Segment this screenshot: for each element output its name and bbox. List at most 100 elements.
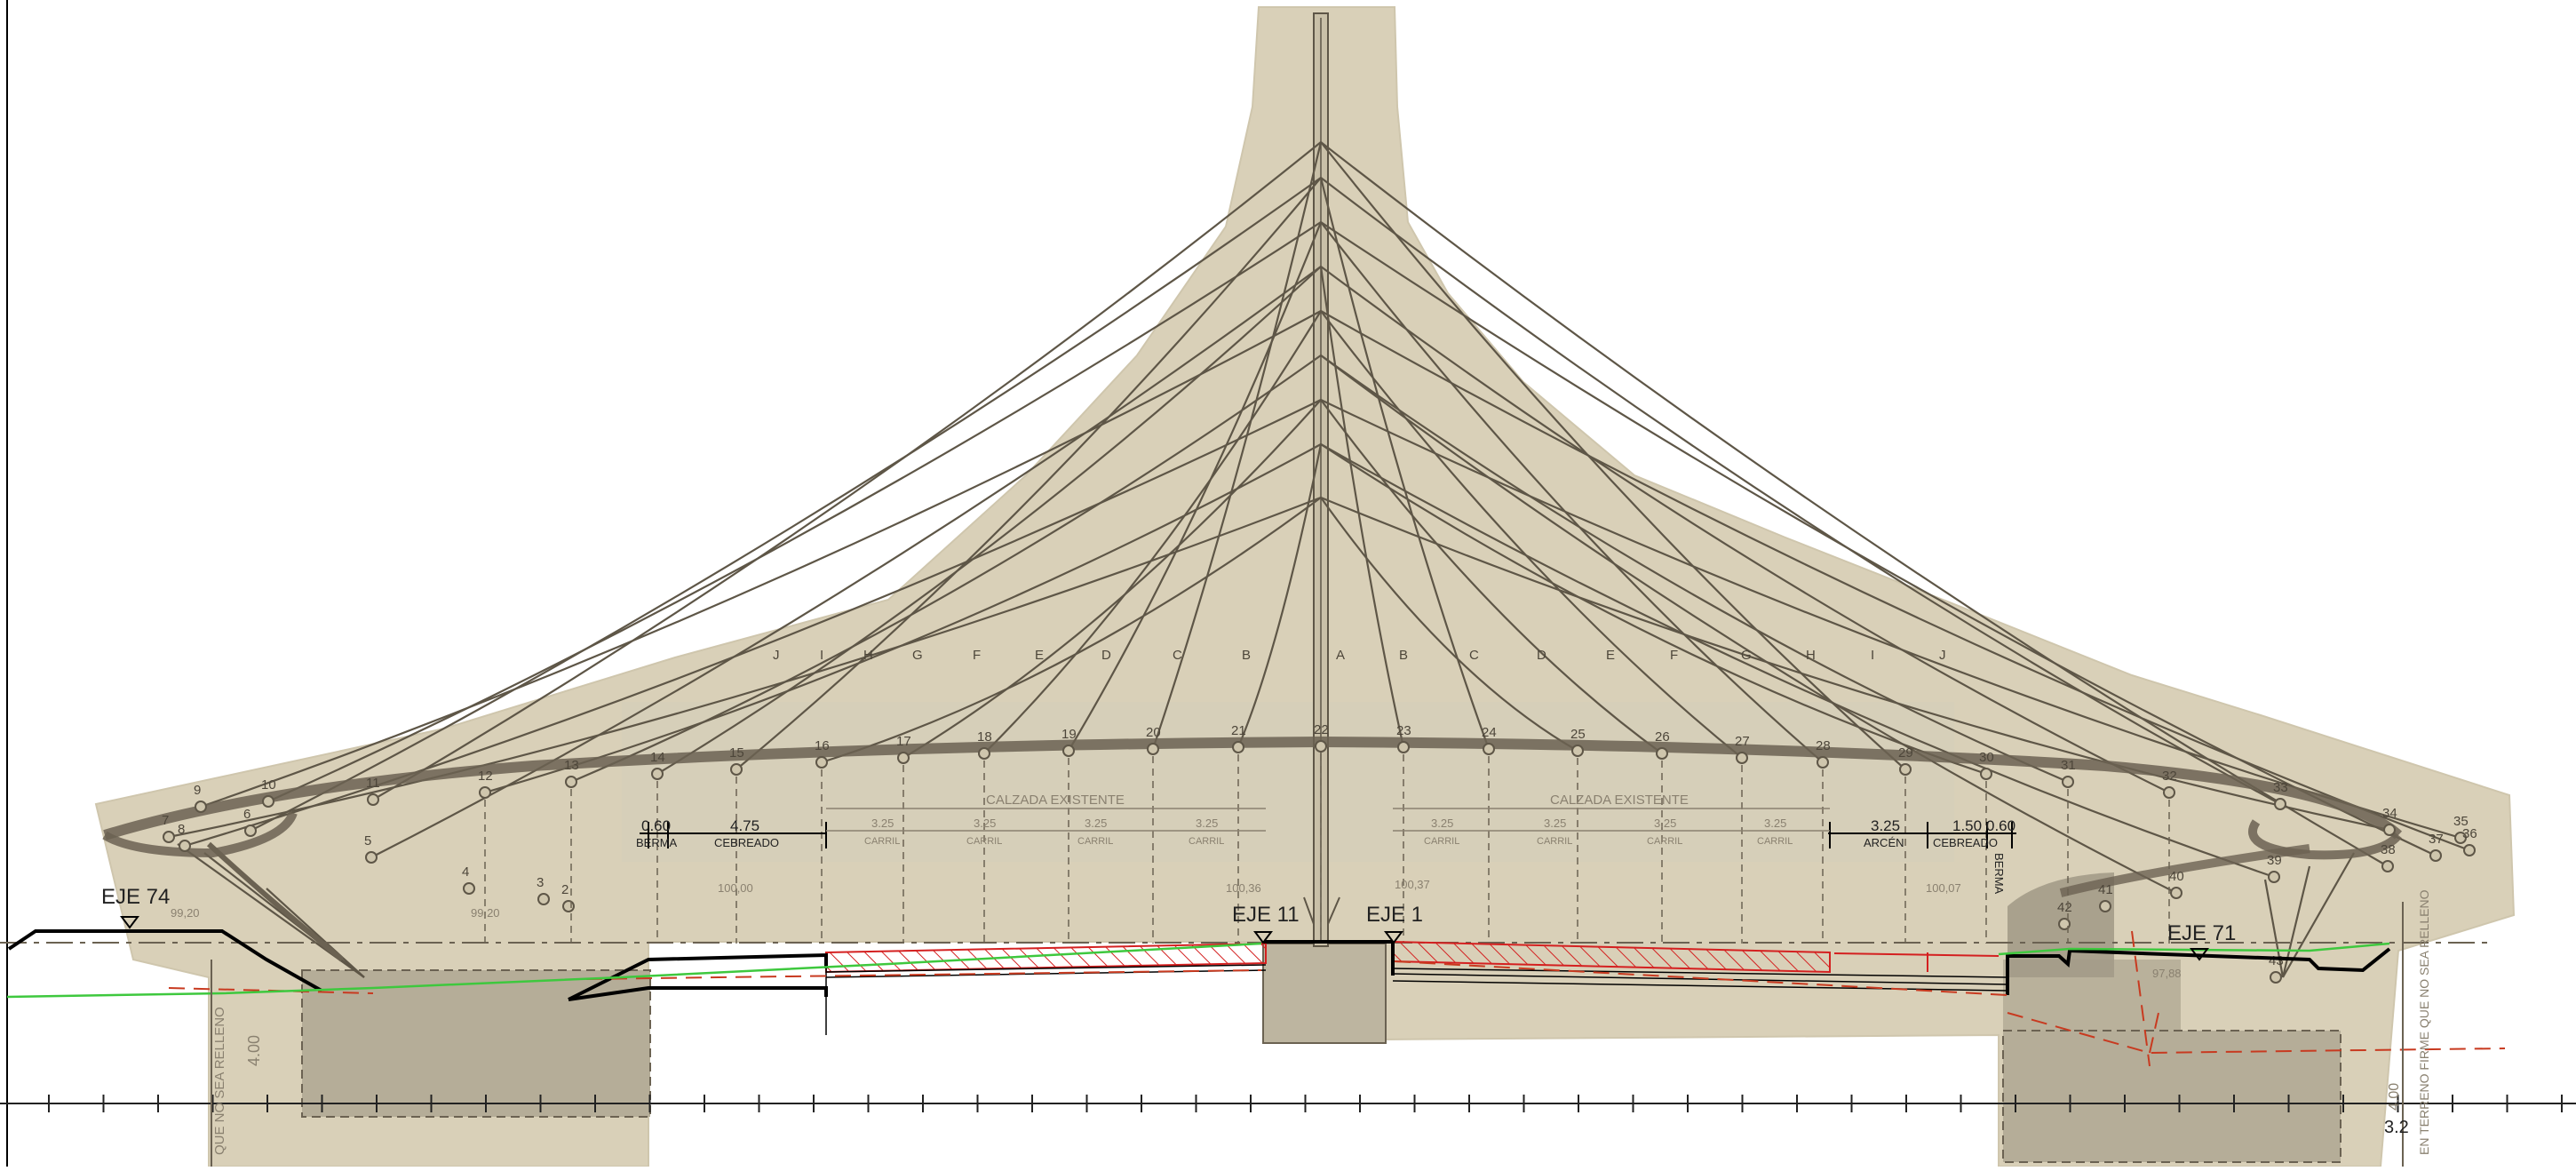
stay-cable: [1320, 497, 1578, 752]
lane-width: 3.25: [1654, 817, 1676, 830]
deck-node: [730, 763, 743, 776]
lane-label: CARRIL: [1424, 836, 1459, 847]
stay-cable: [735, 177, 1322, 770]
stay-cable: [983, 310, 1322, 754]
deck-node: [2383, 824, 2396, 836]
left-cebreado-label: CEBREADO: [714, 836, 779, 849]
left-footing-note: QUE NO SEA RELLENO: [212, 1007, 227, 1155]
deck-node: [2163, 786, 2175, 799]
deck-node: [2268, 871, 2280, 883]
deck-node-number: 3: [537, 875, 544, 890]
deck-node: [1899, 763, 1912, 776]
deck-node-number: 19: [1061, 727, 1077, 742]
deck-node-number: 41: [2098, 882, 2113, 897]
deck-node: [2381, 860, 2394, 872]
cable-letter: D: [1537, 648, 1546, 663]
lane-width: 3.25: [1544, 817, 1566, 830]
svg-text:97,88: 97,88: [2152, 967, 2182, 980]
deck-node-number: 17: [896, 734, 911, 749]
deck-node: [1571, 745, 1584, 757]
right-arcen-value: 3.25: [1871, 817, 1900, 834]
deck-node-number: 9: [194, 783, 201, 798]
deck-node: [1147, 743, 1159, 755]
lane-width: 3.25: [1196, 817, 1218, 830]
right-dimension-line: [1828, 822, 2016, 848]
lane-width: 3.25: [871, 817, 894, 830]
svg-text:100,36: 100,36: [1226, 881, 1261, 895]
paper-background: [94, 6, 2516, 1167]
deck-node: [195, 801, 207, 813]
stay-cable: [1320, 399, 1663, 754]
cable-letter: B: [1242, 648, 1251, 663]
right-cebreado-value: 1.50: [1952, 817, 1982, 834]
stay-cable: [1236, 443, 1323, 748]
deck-node: [463, 882, 475, 895]
stay-cable: [372, 141, 1322, 801]
lane-width: 3.25: [974, 817, 996, 830]
deck-node: [1397, 741, 1410, 753]
cable-letter: F: [1670, 648, 1678, 663]
deck-node: [1232, 741, 1244, 753]
lane-width: 3.25: [1764, 817, 1786, 830]
stay-cable: [1320, 177, 2281, 805]
deck-node-number: 40: [2169, 869, 2184, 884]
right-arcen-label: ARCÉN: [1864, 836, 1904, 849]
cable-letter: F: [973, 648, 981, 663]
deck-node-number: 43: [2269, 953, 2284, 968]
stay-cable: [184, 399, 1322, 848]
deck-node-number: 26: [1655, 729, 1670, 745]
deck-node: [262, 795, 274, 808]
calzada-right-label: CALZADA EXISTENTE: [1550, 793, 1689, 808]
deck-node: [2058, 918, 2071, 930]
eje-1-marker: [1384, 931, 1403, 944]
eje-74-marker: [120, 916, 139, 929]
right-footing-dimension-b: 3.2: [2384, 1118, 2409, 1137]
deck-node: [537, 893, 550, 905]
deck-node-number: 30: [1979, 750, 1994, 765]
elevation-labels: 99,20 99,20 100,00 100,36 100,37 100,07 …: [171, 878, 2182, 980]
cable-letter: G: [912, 648, 923, 663]
deck-node-number: 25: [1570, 727, 1586, 742]
right-abutment-footing: [2002, 1030, 2341, 1163]
left-dimension-line: [640, 822, 827, 848]
stay-cable: [1320, 221, 2437, 856]
deck-node: [651, 768, 664, 780]
deck-node-number: 36: [2462, 826, 2477, 841]
deck-node: [565, 776, 577, 788]
deck-node: [179, 840, 191, 852]
deck-node: [1736, 752, 1748, 764]
cable-letter: C: [1469, 648, 1479, 663]
stay-cable: [200, 310, 1322, 809]
deck-node-number: 38: [2381, 842, 2396, 857]
lane-label: CARRIL: [966, 836, 1002, 847]
deck-node-number: 28: [1816, 738, 1831, 753]
deck-node: [2274, 798, 2286, 810]
stay-cable: [1320, 443, 2275, 879]
stay-cable: [1320, 496, 2390, 832]
stay-cable: [370, 266, 1322, 858]
deck-node-number: 18: [977, 729, 992, 745]
deck-node-number: 5: [364, 833, 371, 848]
backstay-cable: [2282, 852, 2355, 978]
stay-cable: [1320, 354, 2069, 784]
stay-cable: [1320, 141, 2389, 867]
cable-letter: C: [1173, 648, 1182, 663]
right-cebreado-label: CEBREADO: [1933, 836, 1998, 849]
deck-node-number: 39: [2267, 853, 2282, 868]
deck-node: [2270, 971, 2282, 984]
deck-node-number: 2: [561, 882, 568, 897]
deck-node-number: 14: [650, 750, 665, 765]
cable-letter: B: [1399, 648, 1408, 663]
eje-71-label: EJE 71: [2167, 921, 2236, 945]
right-footing-dimension: 4.00: [2387, 1083, 2402, 1111]
cable-letter: J: [773, 648, 780, 663]
deck-node: [2463, 844, 2476, 856]
deck-node-number: 16: [815, 738, 830, 753]
axis-ticks: [48, 1095, 2563, 1112]
svg-text:99,20: 99,20: [471, 906, 500, 920]
stay-cable: [1319, 266, 1405, 748]
svg-text:100,07: 100,07: [1926, 881, 1961, 895]
terrain-line-green: [6, 942, 1262, 999]
